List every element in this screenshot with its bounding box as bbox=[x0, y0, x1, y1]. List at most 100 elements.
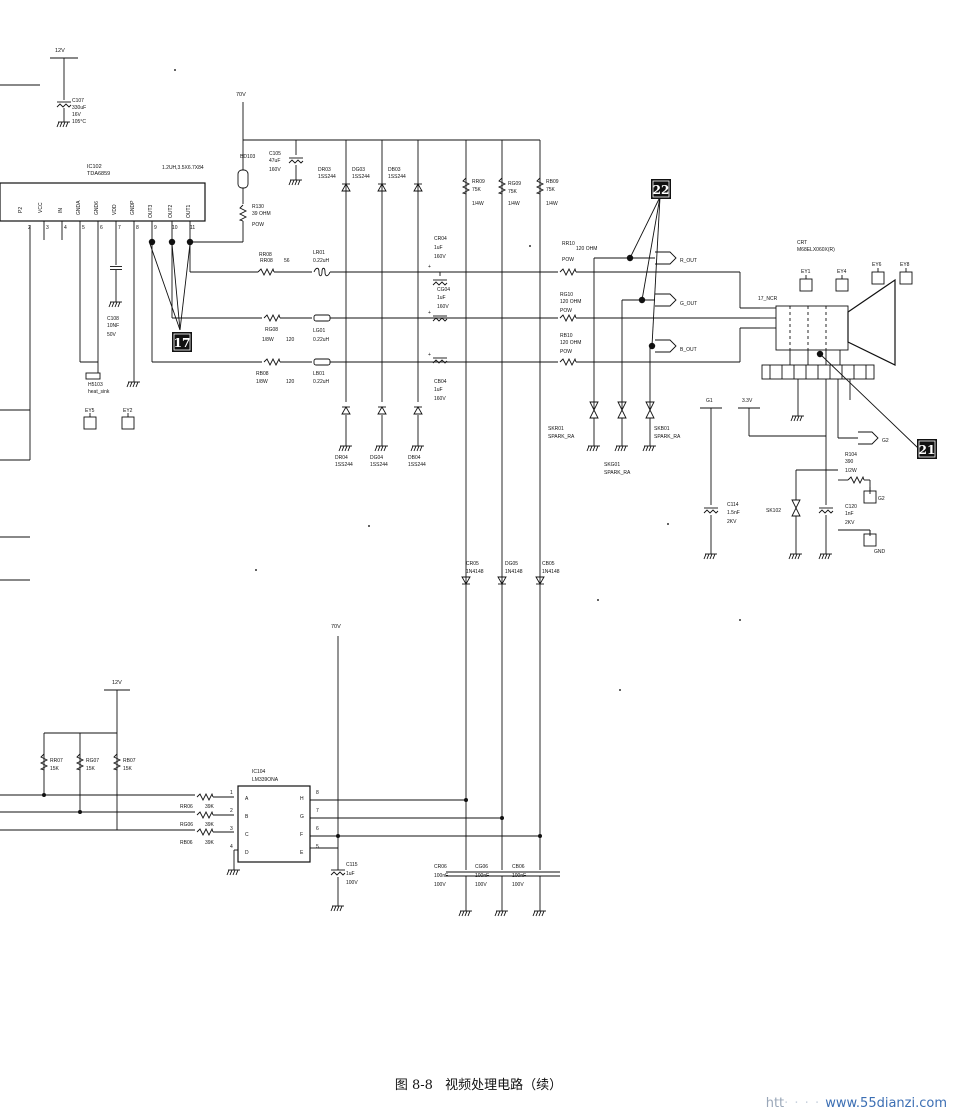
svg-text:OUT3: OUT3 bbox=[148, 204, 154, 218]
svg-text:SKR01: SKR01 bbox=[548, 426, 564, 432]
svg-text:1SS244: 1SS244 bbox=[388, 174, 406, 180]
svg-text:GNDA: GNDA bbox=[76, 200, 82, 215]
svg-text:LM339ONA: LM339ONA bbox=[252, 777, 279, 783]
svg-text:1/4W: 1/4W bbox=[508, 201, 520, 207]
svg-text:+: + bbox=[428, 310, 431, 316]
heat-sink-h5103: H5103 heat_sink bbox=[80, 361, 141, 395]
figure-caption: 图 8-8 视频处理电路（续） bbox=[0, 1074, 957, 1093]
svg-text:1N4148: 1N4148 bbox=[466, 569, 484, 575]
svg-text:RR08: RR08 bbox=[260, 258, 273, 264]
svg-text:105°C: 105°C bbox=[72, 119, 86, 125]
svg-text:CG04: CG04 bbox=[437, 287, 450, 293]
svg-text:CR06: CR06 bbox=[434, 864, 447, 870]
svg-text:15K: 15K bbox=[123, 766, 133, 772]
svg-text:70V: 70V bbox=[331, 624, 341, 630]
svg-text:D: D bbox=[245, 850, 249, 856]
svg-text:0.22uH: 0.22uH bbox=[313, 379, 330, 385]
svg-text:100V: 100V bbox=[346, 880, 358, 886]
svg-text:75K: 75K bbox=[546, 187, 556, 193]
svg-text:RR09: RR09 bbox=[472, 179, 485, 185]
svg-text:3: 3 bbox=[230, 826, 233, 832]
svg-text:A: A bbox=[245, 796, 249, 802]
svg-text:LG01: LG01 bbox=[313, 328, 325, 334]
svg-text:+: + bbox=[428, 352, 431, 358]
svg-text:GND: GND bbox=[874, 549, 886, 555]
svg-text:RR08: RR08 bbox=[259, 252, 272, 258]
svg-text:C114: C114 bbox=[727, 502, 739, 508]
svg-text:4: 4 bbox=[230, 844, 233, 850]
svg-text:1N4148: 1N4148 bbox=[542, 569, 560, 575]
svg-text:SPARK_RA: SPARK_RA bbox=[654, 434, 681, 440]
svg-text:G1: G1 bbox=[706, 398, 713, 404]
svg-text:120 OHM: 120 OHM bbox=[560, 299, 581, 305]
svg-text:160V: 160V bbox=[269, 167, 281, 173]
svg-text:160V: 160V bbox=[434, 396, 446, 402]
svg-text:10: 10 bbox=[172, 225, 178, 231]
svg-text:CRT: CRT bbox=[797, 240, 807, 246]
svg-text:1/4W: 1/4W bbox=[472, 201, 484, 207]
svg-text:4: 4 bbox=[64, 225, 67, 231]
svg-text:1SS244: 1SS244 bbox=[370, 462, 388, 468]
svg-text:B: B bbox=[245, 814, 249, 820]
svg-text:POW: POW bbox=[252, 222, 264, 228]
svg-text:CB04: CB04 bbox=[434, 379, 447, 385]
svg-text:1SS244: 1SS244 bbox=[318, 174, 336, 180]
svg-text:39K: 39K bbox=[205, 840, 215, 846]
svg-text:1uF: 1uF bbox=[437, 295, 446, 301]
svg-text:DG04: DG04 bbox=[370, 455, 383, 461]
svg-text:1SS244: 1SS244 bbox=[352, 174, 370, 180]
svg-text:F: F bbox=[300, 832, 303, 838]
svg-text:G_OUT: G_OUT bbox=[680, 301, 697, 307]
svg-text:C108: C108 bbox=[107, 316, 119, 322]
svg-text:OUT1: OUT1 bbox=[186, 204, 192, 218]
ic102-pin-numbers: 2 3 4 5 6 7 8 9 10 11 bbox=[28, 225, 195, 231]
svg-text:EY4: EY4 bbox=[837, 269, 847, 275]
svg-text:LB01: LB01 bbox=[313, 371, 325, 377]
watermark-site: www.55dianzi.com bbox=[825, 1096, 947, 1111]
scan-specks bbox=[174, 69, 741, 691]
svg-text:15K: 15K bbox=[86, 766, 96, 772]
svg-text:RG07: RG07 bbox=[86, 758, 99, 764]
svg-text:G2: G2 bbox=[878, 496, 885, 502]
svg-text:SK102: SK102 bbox=[766, 508, 781, 514]
svg-text:16V: 16V bbox=[72, 112, 82, 118]
svg-text:IC104: IC104 bbox=[252, 769, 266, 775]
svg-text:VCC: VCC bbox=[38, 202, 44, 213]
svg-text:17_NCR: 17_NCR bbox=[758, 296, 778, 302]
rail-70v-top: 70V 1.2UH,3.5X6.7X84 BD103 R130 39 OHM P… bbox=[162, 92, 540, 243]
svg-text:RB06: RB06 bbox=[180, 840, 193, 846]
svg-text:3.3V: 3.3V bbox=[742, 398, 753, 404]
svg-text:DR04: DR04 bbox=[335, 455, 348, 461]
svg-text:EY8: EY8 bbox=[900, 262, 910, 268]
svg-text:15K: 15K bbox=[50, 766, 60, 772]
svg-text:22: 22 bbox=[653, 183, 670, 197]
svg-text:DB04: DB04 bbox=[408, 455, 421, 461]
callout-17: 17 bbox=[149, 243, 192, 352]
svg-text:EY6: EY6 bbox=[872, 262, 882, 268]
svg-text:1/2W: 1/2W bbox=[845, 468, 857, 474]
svg-text:1/8W: 1/8W bbox=[256, 379, 268, 385]
svg-text:75K: 75K bbox=[472, 187, 482, 193]
svg-text:1: 1 bbox=[230, 790, 233, 796]
svg-text:100V: 100V bbox=[475, 882, 487, 888]
svg-text:75K: 75K bbox=[508, 189, 518, 195]
svg-text:RG08: RG08 bbox=[265, 327, 278, 333]
svg-text:11: 11 bbox=[190, 225, 195, 231]
svg-text:390: 390 bbox=[845, 459, 854, 465]
rail-12v-label: 12V bbox=[55, 48, 65, 54]
svg-text:1SS244: 1SS244 bbox=[408, 462, 426, 468]
svg-text:BD103: BD103 bbox=[240, 154, 256, 160]
svg-text:EY5: EY5 bbox=[85, 408, 95, 414]
svg-text:heat_sink: heat_sink bbox=[88, 389, 110, 395]
svg-text:H: H bbox=[300, 796, 304, 802]
svg-text:POW: POW bbox=[560, 349, 572, 355]
ic104-comparator: IC104 LM339ONA A B C D H G F E 1 2 3 4 8… bbox=[226, 769, 542, 876]
svg-text:C120: C120 bbox=[845, 504, 857, 510]
svg-text:CG06: CG06 bbox=[475, 864, 488, 870]
svg-text:2KV: 2KV bbox=[727, 519, 737, 525]
